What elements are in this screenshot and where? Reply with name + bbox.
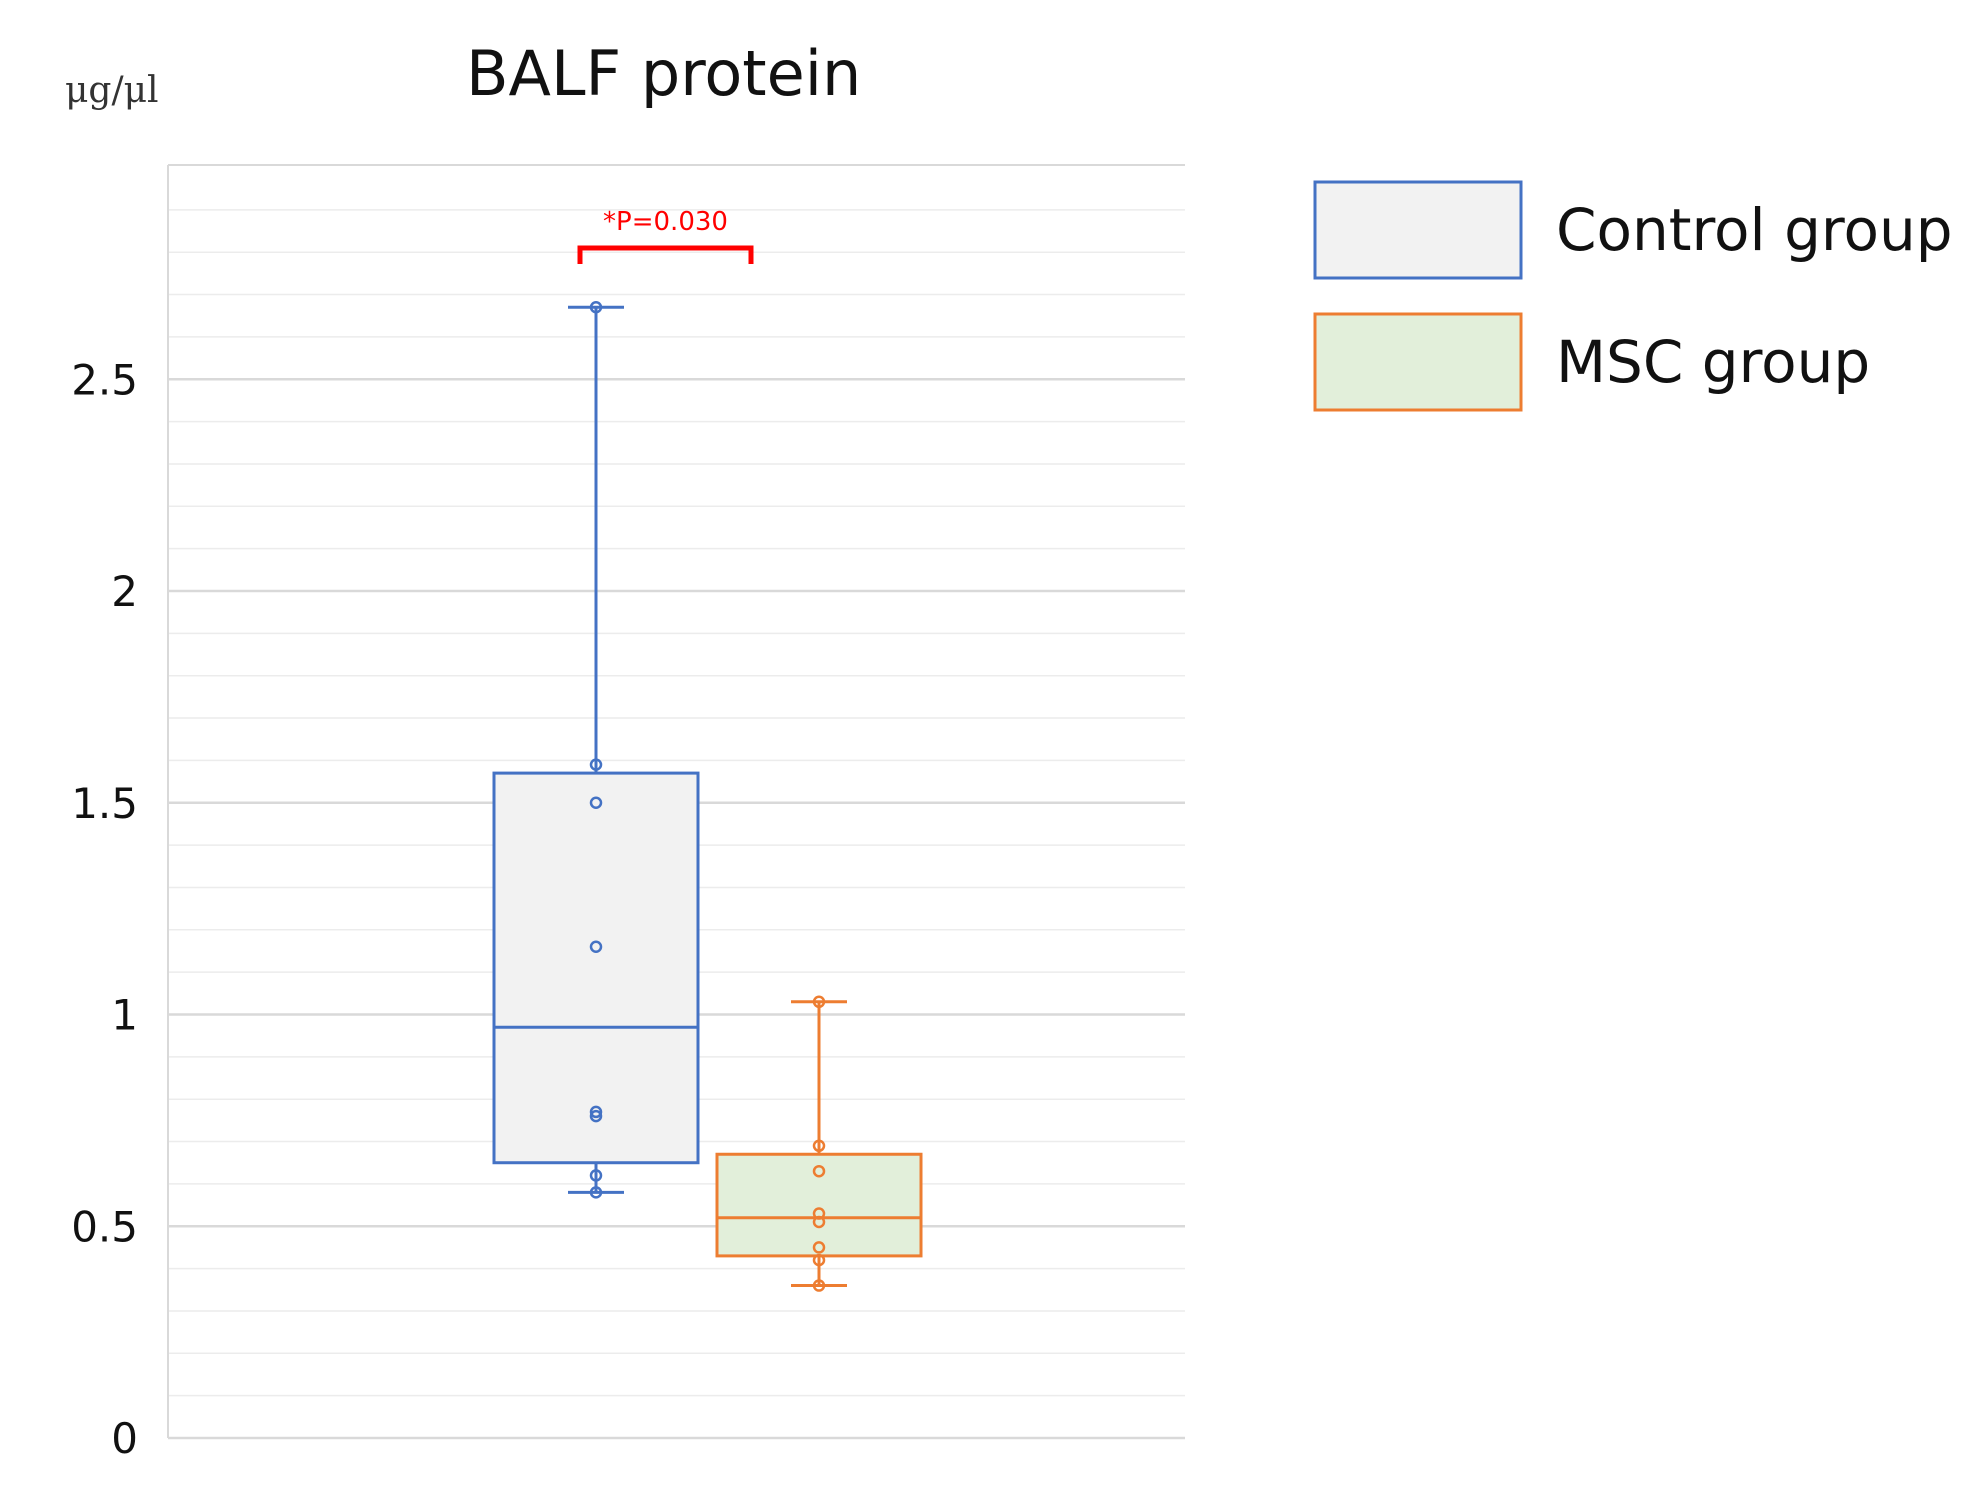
box-msc-group bbox=[715, 995, 923, 1292]
data-point bbox=[812, 1253, 826, 1267]
y-tick-labels: 0 0.5 1 1.5 2 2.5 bbox=[71, 355, 138, 1463]
legend-swatch bbox=[1313, 312, 1523, 412]
boxes bbox=[492, 301, 923, 1292]
data-point bbox=[589, 758, 603, 771]
chart-title: BALF protein bbox=[466, 37, 861, 110]
y-axis-unit-label: μg/μl bbox=[65, 70, 158, 111]
data-point bbox=[812, 995, 826, 1009]
legend-label: Control group bbox=[1556, 196, 1953, 264]
data-point bbox=[589, 301, 603, 314]
data-point bbox=[589, 1105, 603, 1119]
significance-annotation: *P=0.030 bbox=[577, 207, 754, 264]
data-point bbox=[589, 796, 603, 809]
legend-item: Control group bbox=[1313, 180, 1953, 280]
box-control-group bbox=[492, 301, 700, 1199]
y-tick-label: 1 bbox=[111, 991, 138, 1040]
data-point bbox=[589, 940, 603, 953]
y-tick-label: 0 bbox=[111, 1414, 138, 1463]
y-tick-label: 2.5 bbox=[71, 355, 138, 404]
data-point bbox=[589, 1169, 603, 1182]
interquartile-box bbox=[492, 771, 700, 1165]
y-tick-label: 1.5 bbox=[71, 779, 138, 828]
data-point bbox=[812, 1207, 826, 1220]
y-tick-label: 0.5 bbox=[71, 1202, 138, 1251]
data-point bbox=[812, 1215, 826, 1229]
interquartile-box bbox=[715, 1152, 923, 1258]
y-tick-label: 2 bbox=[111, 567, 138, 616]
legend-item: MSC group bbox=[1313, 312, 1870, 412]
legend-label: MSC group bbox=[1556, 328, 1870, 396]
data-point bbox=[589, 1186, 603, 1199]
data-point bbox=[812, 1139, 826, 1153]
legend-swatch bbox=[1313, 180, 1523, 280]
data-point bbox=[812, 1241, 826, 1254]
data-point bbox=[589, 1109, 603, 1123]
p-value-label: *P=0.030 bbox=[603, 207, 728, 237]
data-point bbox=[812, 1279, 826, 1292]
data-point bbox=[812, 1164, 826, 1178]
significance-bracket bbox=[577, 245, 754, 264]
